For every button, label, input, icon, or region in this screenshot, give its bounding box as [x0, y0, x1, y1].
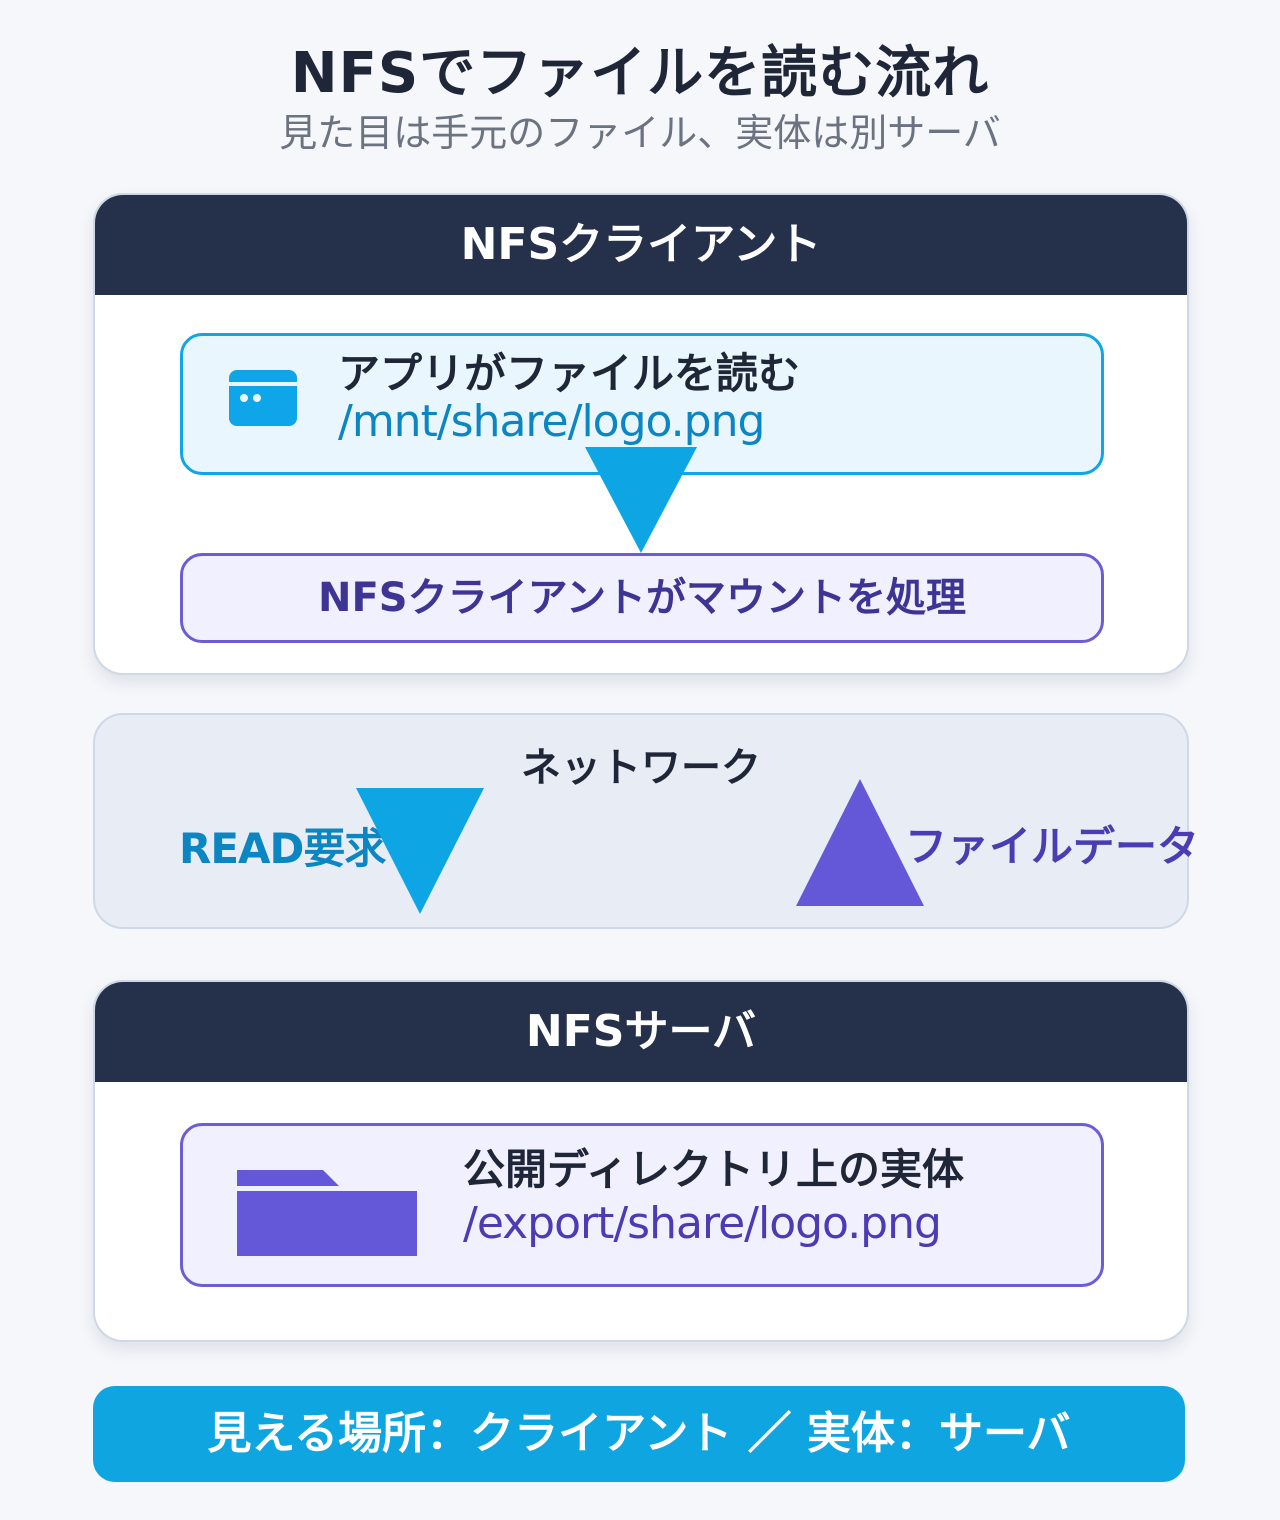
export-file-path: /export/share/logo.png	[463, 1198, 942, 1249]
app-window-icon	[227, 368, 299, 432]
client-card: NFSクライアント アプリがファイルを読む /mnt/share/logo.pn…	[93, 193, 1189, 675]
app-read-box: アプリがファイルを読む /mnt/share/logo.png	[180, 333, 1104, 475]
folder-icon	[235, 1168, 419, 1262]
request-down-arrow	[356, 788, 484, 914]
export-box: 公開ディレクトリ上の実体 /export/share/logo.png	[180, 1123, 1104, 1287]
export-label: 公開ディレクトリ上の実体	[463, 1145, 965, 1194]
page-subtitle: 見た目は手元のファイル、実体は別サーバ	[279, 111, 1001, 155]
summary-banner: 見える場所：クライアント ／ 実体：サーバ	[93, 1386, 1185, 1482]
page-title: NFSでファイルを読む流れ	[290, 41, 990, 106]
mount-label: NFSクライアントがマウントを処理	[317, 575, 966, 621]
response-up-arrow	[796, 779, 924, 906]
client-card-title: NFSクライアント	[95, 195, 1187, 295]
server-card: NFSサーバ 公開ディレクトリ上の実体 /export/share/logo.p…	[93, 980, 1189, 1342]
network-label: ネットワーク	[521, 745, 761, 791]
file-data-label: ファイルデータ	[905, 822, 1200, 871]
network-band: ネットワーク READ要求 ファイルデータ	[93, 713, 1199, 929]
app-file-path: /mnt/share/logo.png	[338, 396, 765, 447]
server-card-title: NFSサーバ	[95, 982, 1187, 1082]
app-read-label: アプリがファイルを読む	[338, 349, 801, 398]
read-request-label: READ要求	[179, 824, 386, 873]
client-down-arrow	[585, 447, 697, 553]
mount-box: NFSクライアントがマウントを処理	[180, 553, 1104, 643]
